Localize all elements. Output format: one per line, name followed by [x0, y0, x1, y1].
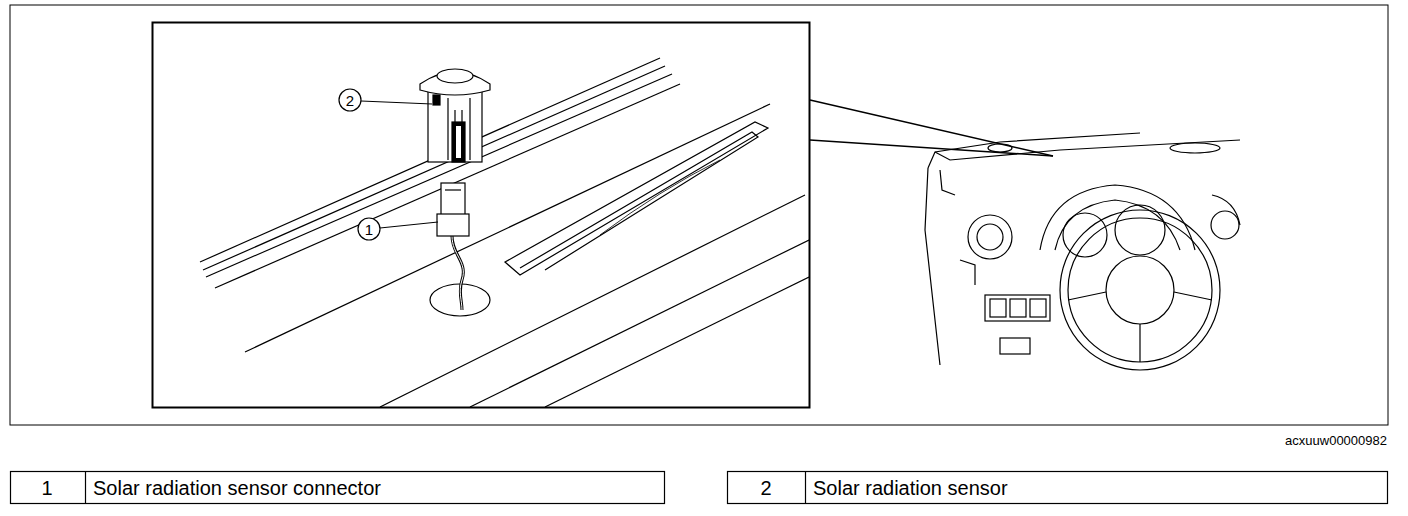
drawing-stroke	[968, 215, 1012, 259]
figure-code: acxuuw00000982	[1285, 434, 1387, 447]
drawing-stroke	[447, 98, 448, 160]
drawing-stroke	[728, 472, 1388, 504]
legend-table	[11, 472, 1388, 504]
drawing-stroke	[433, 95, 440, 105]
drawing-stroke	[935, 140, 1240, 160]
drawing-stroke	[925, 168, 940, 365]
drawing-stroke	[977, 224, 1003, 250]
dashboard-overview	[925, 133, 1240, 370]
drawing-stroke	[928, 133, 1140, 168]
table-cell: 2	[760, 478, 771, 498]
drawing-stroke	[600, 160, 720, 235]
drawing-stroke	[203, 66, 665, 270]
drawing-stroke	[456, 126, 461, 158]
drawing-stroke	[470, 240, 809, 407]
drawing-stroke	[1010, 299, 1026, 317]
drawing-stroke	[206, 74, 672, 277]
drawing-stroke	[520, 132, 758, 270]
table-cell: Solar radiation sensor connector	[93, 478, 381, 498]
sensor-wire	[452, 236, 463, 310]
sensor-connector	[437, 183, 469, 236]
drawing-stroke	[245, 104, 770, 352]
drawing-stroke	[1211, 211, 1239, 239]
drawing-stroke	[545, 277, 809, 407]
drawing-stroke	[85, 472, 86, 504]
drawing-stroke	[380, 195, 805, 407]
table-cell: Solar radiation sensor	[813, 478, 1008, 498]
inset-frame	[153, 23, 810, 408]
drawing-stroke	[445, 189, 461, 190]
dashboard-closeup	[200, 58, 809, 407]
drawing-stroke	[1000, 338, 1030, 354]
drawing-stroke	[437, 214, 469, 236]
zoom-line	[810, 100, 1053, 156]
table-cell: 1	[41, 478, 52, 498]
drawing-stroke	[990, 299, 1006, 317]
callout-circle	[339, 89, 361, 111]
drawing-stroke	[960, 260, 975, 285]
drawing-stroke	[1060, 210, 1220, 370]
drawing-stroke	[11, 472, 665, 504]
drawing-stroke	[215, 84, 680, 288]
drawing-stroke	[1106, 256, 1174, 324]
drawing-stroke	[805, 472, 806, 504]
callout-number: 2	[346, 93, 354, 108]
solar-radiation-sensor	[420, 69, 490, 162]
drawing-stroke	[1030, 299, 1046, 317]
drawing-stroke	[1068, 218, 1212, 362]
sensor-wire-core	[452, 236, 463, 310]
drawing-stroke	[1068, 292, 1212, 362]
drawing-stroke	[1063, 213, 1107, 257]
drawing-stroke	[469, 98, 470, 160]
drawing-stroke	[988, 144, 1012, 152]
drawing-stroke	[437, 69, 473, 83]
drawing-stroke	[940, 170, 955, 195]
leader-line	[361, 101, 432, 104]
leader-line	[380, 222, 438, 228]
drawing-stroke	[505, 122, 768, 275]
drawing-stroke	[985, 295, 1050, 321]
drawing-stroke	[441, 183, 465, 215]
callout-number: 1	[365, 222, 373, 237]
outer-frame	[10, 5, 1388, 425]
drawing-stroke	[1212, 195, 1240, 225]
drawing-stroke	[200, 58, 660, 262]
drawing-stroke	[1170, 143, 1220, 153]
drawing-stroke	[452, 122, 465, 162]
callout-circle	[358, 218, 380, 240]
drawing-stroke	[428, 86, 482, 162]
